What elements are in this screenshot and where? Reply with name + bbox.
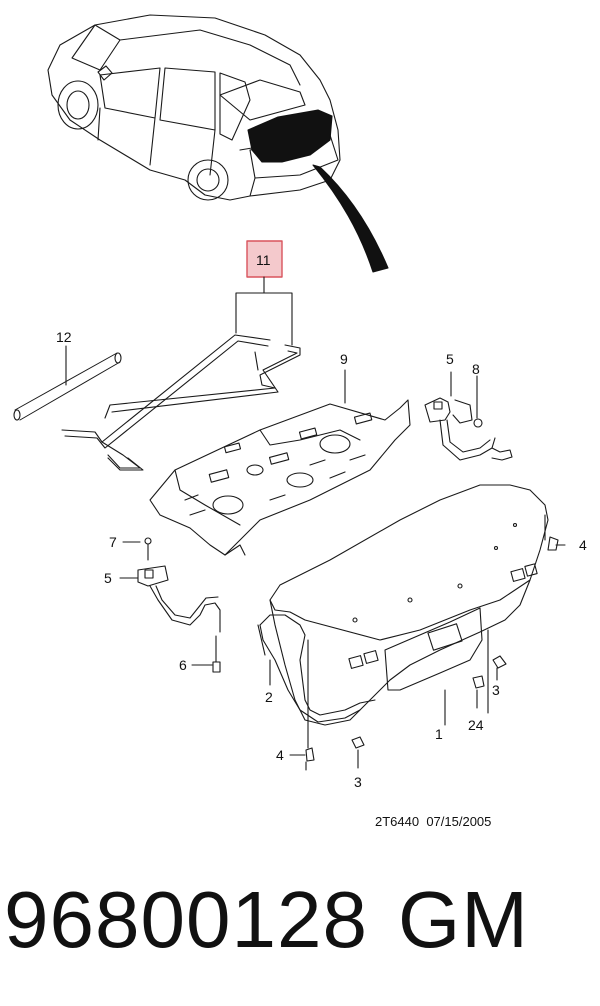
part-12-rod: [13, 345, 122, 421]
callout-5-right: 5: [446, 351, 454, 367]
callout-7: 7: [109, 534, 117, 550]
callout-5-left: 5: [104, 570, 112, 586]
diagram-code: 2T6440 07/15/2005: [375, 814, 491, 829]
callout-2: 2: [265, 689, 273, 705]
callout-12: 12: [56, 329, 72, 345]
part-2-weatherstrip: [257, 614, 376, 723]
callout-24: 24: [468, 717, 484, 733]
callout-4-left: 4: [276, 747, 284, 763]
left-hinge-assembly: [119, 537, 221, 673]
fasteners: [269, 536, 566, 771]
part-11-torsion-bars: [61, 334, 301, 471]
brand-label: GM: [398, 875, 529, 964]
callout-1: 1: [435, 726, 443, 742]
part-number: 96800128: [4, 875, 368, 964]
callout-3-right: 3: [492, 682, 500, 698]
car-illustration: [47, 14, 341, 201]
callout-4-right: 4: [579, 537, 587, 553]
part-9-rear-panel: [149, 369, 411, 556]
callout-6: 6: [179, 657, 187, 673]
part-1-trunk-lid: [269, 484, 549, 726]
callout-9: 9: [340, 351, 348, 367]
callout-8: 8: [472, 361, 480, 377]
trunk-lid-highlight: [247, 109, 333, 163]
callout-11: 11: [256, 252, 271, 268]
right-hinge-assembly: [424, 371, 513, 461]
callout-3-left: 3: [354, 774, 362, 790]
zoom-arrow: [312, 164, 389, 273]
callout-labels: 11 12 9 5 8 7 4 5 6 3 2 24 1 4 3: [56, 252, 587, 790]
